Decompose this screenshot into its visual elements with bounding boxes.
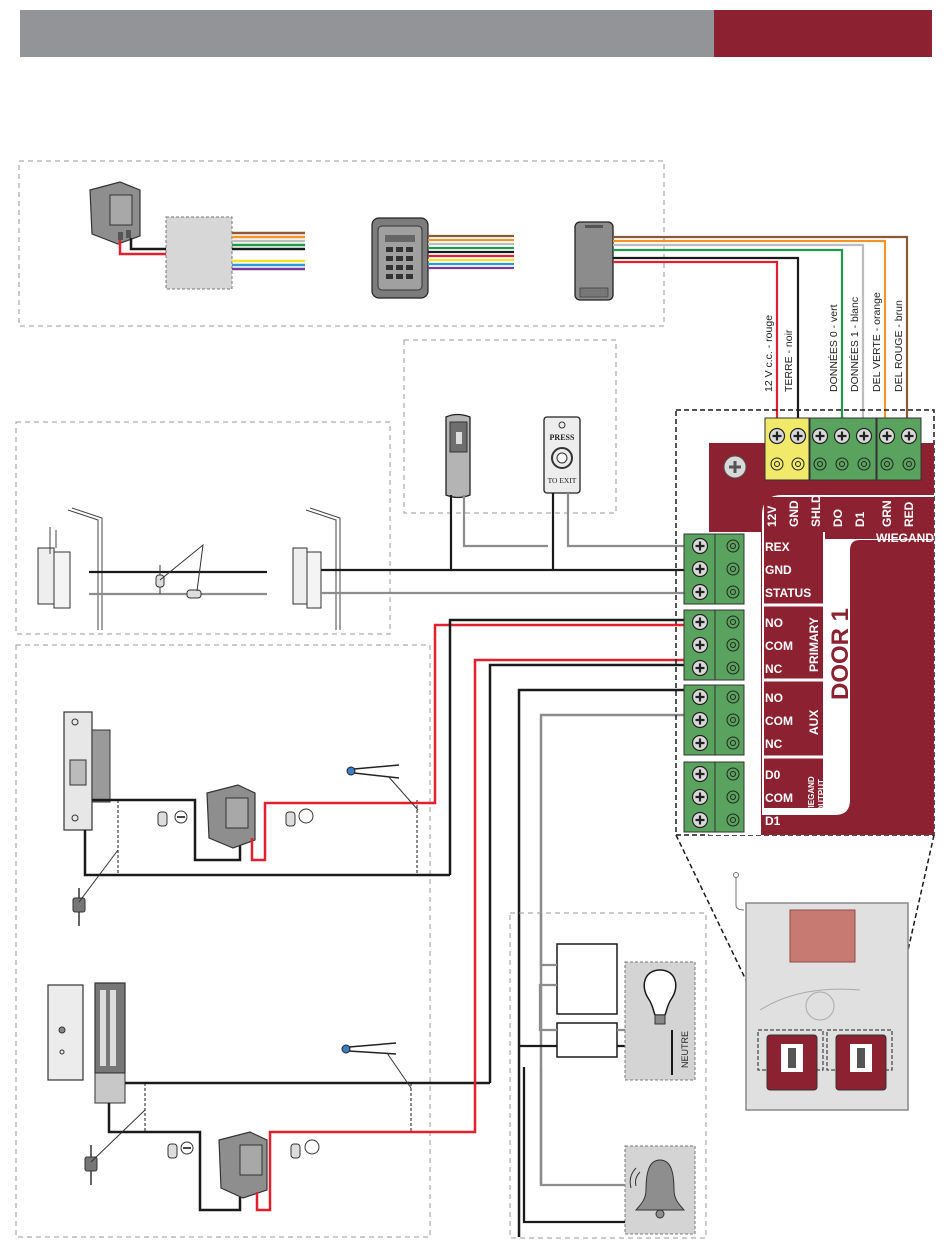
terminal-label-aux-no: NO [765, 691, 783, 705]
power-terminal-block [765, 418, 809, 480]
exit-button-exit-text: TO EXIT [548, 476, 577, 485]
contactor-box [557, 1023, 617, 1057]
primary-relay-terminal-block [684, 610, 744, 680]
terminal-label-out-d1: D1 [765, 814, 781, 828]
locks-panel [16, 625, 700, 1237]
proximity-reader-icon [575, 222, 613, 300]
wire-label-grn: DEL VERTE - orange [871, 292, 883, 392]
multi-wire-bundle-1 [232, 233, 305, 269]
terminal-label-gnd: GND [787, 500, 801, 527]
wiegand-output-label-1: WIEGAND [807, 776, 816, 815]
wire-label-d0: DONNÉES 0 - vert [827, 304, 840, 392]
primary-relay-label: PRIMARY [807, 617, 821, 672]
terminal-label-12v: 12V [765, 506, 779, 527]
diode-icon-1 [73, 888, 85, 926]
exit-button-press-text: PRESS [550, 433, 575, 442]
wire-label-red: DEL ROUGE - brun [893, 300, 905, 392]
wire-labels: 12 V c.c. - rouge TERRE - noir DONNÉES 0… [763, 292, 905, 392]
rex-panel: PRESS TO EXIT [404, 340, 616, 513]
aux-relay-label: AUX [807, 710, 821, 735]
enclosure-icon [734, 873, 909, 1111]
relay-wiring [450, 620, 690, 1237]
multi-wire-bundle-2 [428, 236, 514, 268]
minus-symbol-icon-2 [181, 1142, 193, 1154]
power-adapter-icon-2 [207, 785, 255, 848]
keypad-reader-icon [372, 218, 428, 298]
aux-relay-terminal-block [684, 685, 744, 755]
wire-label-d1: DONNÉES 1 - blanc [848, 297, 861, 392]
door-label: DOOR 1 [827, 608, 854, 700]
data-terminal-block [810, 418, 876, 480]
controller-board: 12V GND SHLD DO D1 GRN RED WIEGAND [676, 410, 934, 835]
terminal-label-d0: DO [831, 509, 845, 527]
terminal-label-rex: REX [765, 540, 790, 554]
door-contact-panel [16, 422, 690, 634]
terminal-label-aux-com: COM [765, 714, 793, 728]
diode-pliers-icon-1 [347, 765, 399, 778]
reader-interface-box [166, 217, 232, 289]
terminal-label-shld: SHLD [809, 494, 823, 527]
power-adapter-icon [90, 182, 140, 244]
reader-wiring [613, 237, 907, 420]
diode-pliers-icon-2 [342, 1043, 396, 1054]
rex-wiring [451, 493, 690, 570]
minus-symbol-icon-1 [175, 811, 187, 823]
wiegand-output-label-2: OUTPUT [817, 779, 826, 812]
plus-symbol-icon-2 [305, 1140, 319, 1154]
terminal-label-primary-no: NO [765, 616, 783, 630]
terminal-label-primary-com: COM [765, 639, 793, 653]
terminal-label-grn: GRN [880, 500, 894, 527]
terminal-label-status: STATUS [765, 586, 811, 600]
motion-sensor-icon [446, 415, 470, 498]
led-terminal-block [877, 418, 921, 480]
wiegand-label: WIEGAND [876, 531, 934, 545]
terminal-label-aux-nc: NC [765, 737, 783, 751]
terminal-label-input-gnd: GND [765, 563, 792, 577]
terminal-label-out-com: COM [765, 791, 793, 805]
resistor-icon-2 [187, 590, 201, 598]
plus-symbol-icon-1 [299, 809, 313, 823]
wire-nut-icon-3 [168, 1144, 177, 1158]
diode-icon-2 [85, 1145, 97, 1185]
power-adapter-icon-3 [219, 1132, 267, 1198]
controller-board-mini-1 [767, 1035, 817, 1090]
wire-nut-icon-4 [291, 1144, 300, 1158]
readers-panel [19, 161, 664, 326]
wire-nut-icon-1 [158, 812, 167, 826]
electric-strike-icon [64, 712, 110, 830]
terminal-label-red: RED [902, 501, 916, 527]
controller-board-mini-2 [836, 1035, 886, 1090]
relay-box [557, 944, 617, 1014]
neutral-label: NEUTRE [680, 1031, 690, 1068]
mounting-screw-icon [724, 456, 746, 478]
terminal-label-primary-nc: NC [765, 662, 783, 676]
wire-label-12v: 12 V c.c. - rouge [763, 315, 775, 392]
door-contact-icon-1 [38, 508, 102, 630]
wire-nut-icon-2 [286, 812, 295, 826]
terminal-label-out-d0: D0 [765, 768, 781, 782]
input-terminal-block [684, 534, 744, 604]
wire-label-gnd: TERRE - noir [783, 329, 795, 392]
wiegand-output-terminal-block [684, 762, 744, 832]
exit-button-icon: PRESS TO EXIT [544, 417, 580, 493]
aux-output-panel: NEUTRE [510, 913, 706, 1238]
terminal-label-d1: D1 [853, 511, 867, 527]
magnetic-lock-icon [48, 983, 125, 1103]
